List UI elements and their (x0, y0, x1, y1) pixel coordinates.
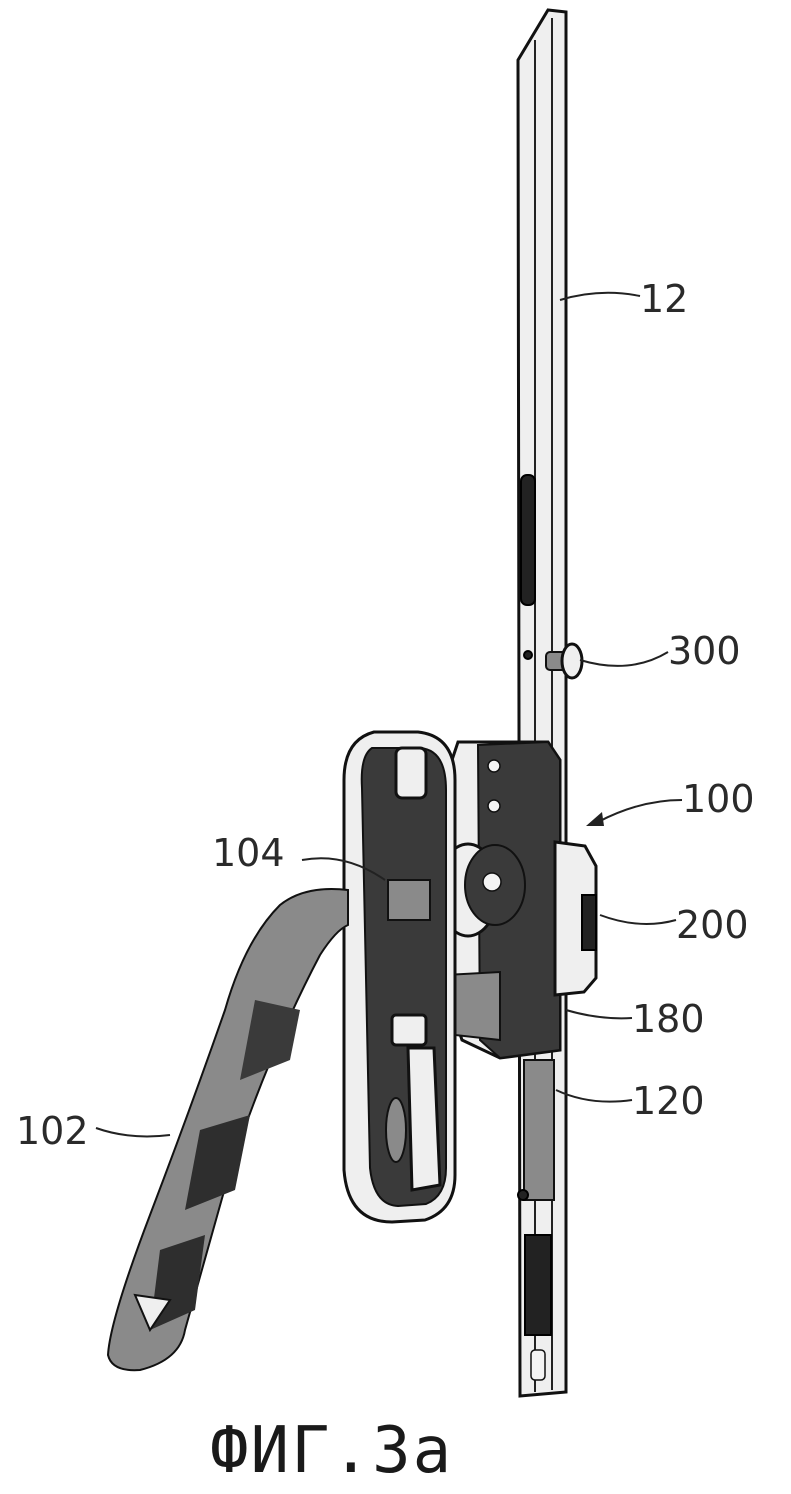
handle-102 (106, 888, 349, 1372)
leader-180 (565, 1009, 633, 1020)
leader-120 (555, 1089, 633, 1103)
label-104: 104 (212, 831, 285, 875)
label-180: 180 (632, 997, 705, 1041)
label-100: 100 (682, 777, 755, 821)
cover-200 (553, 840, 598, 997)
label-102: 102 (16, 1109, 89, 1153)
figure-caption: ФИГ.3а (210, 1414, 453, 1488)
leader-12 (559, 291, 641, 301)
label-300: 300 (668, 629, 741, 673)
label-200: 200 (676, 903, 749, 947)
leader-200 (599, 914, 677, 925)
label-120: 120 (632, 1079, 705, 1123)
handle-base-104 (342, 730, 457, 1224)
leader-lines (95, 291, 683, 1138)
leader-104 (301, 857, 386, 881)
leader-300 (579, 651, 669, 667)
leader-100 (597, 799, 683, 823)
leader-102 (95, 1127, 171, 1138)
rod-12 (516, 8, 568, 1398)
label-12: 12 (640, 277, 688, 321)
